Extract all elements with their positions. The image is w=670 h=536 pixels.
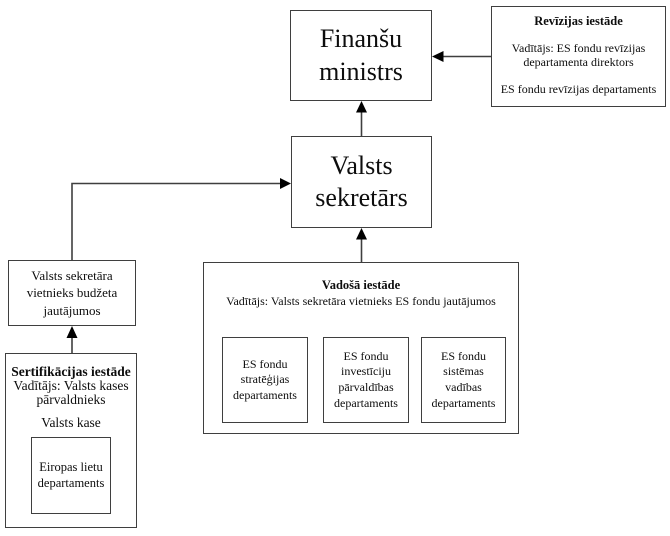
vadosa-iestade-title: Vadošā iestāde xyxy=(321,278,401,292)
revizijas-iestade-title: Revīzijas iestāde xyxy=(534,14,623,28)
node-finansu-ministrs: Finanšu ministrs xyxy=(290,10,432,101)
node-valsts-sekretars: Valsts sekretārs xyxy=(291,136,432,228)
arrow-vietnieks-budzeta-to-valsts-sekretars xyxy=(71,178,291,260)
sertifikacijas-iestade-vaditajs: Vadītājs: Valsts kases pārvaldnieks xyxy=(13,378,129,408)
valsts-sekretars-label: Valsts sekretārs xyxy=(315,150,408,213)
node-es-fondu-investiciju-parvaldibas-departaments: ES fondu investīciju pārvaldības departa… xyxy=(323,337,409,423)
eiropas-lietu-departaments-label: Eiropas lietu departaments xyxy=(37,459,105,491)
node-eiropas-lietu-departaments: Eiropas lietu departaments xyxy=(31,436,111,514)
finansu-ministrs-label: Finanšu ministrs xyxy=(319,24,403,86)
es-fondu-strategijas-departaments-label: ES fondu stratēģijas departaments xyxy=(233,356,297,402)
sertifikacijas-iestade-valsts-kase: Valsts kase xyxy=(41,414,101,430)
node-revizijas-iestade: Revīzijas iestāde Vadītājs: ES fondu rev… xyxy=(491,6,666,107)
arrow-revizijas-iestade-to-finansu-ministrs xyxy=(432,51,491,62)
arrow-valsts-sekretars-to-finansu-ministrs xyxy=(356,101,367,136)
node-vadosa-iestade: Vadošā iestāde Vadītājs: Valsts sekretār… xyxy=(203,262,519,434)
revizijas-iestade-departaments: ES fondu revīzijas departaments xyxy=(500,82,657,97)
arrow-vadosa-iestade-to-valsts-sekretars xyxy=(356,228,367,262)
es-fondu-investiciju-parvaldibas-departaments-label: ES fondu investīciju pārvaldības departa… xyxy=(334,348,398,410)
node-es-fondu-strategijas-departaments: ES fondu stratēģijas departaments xyxy=(222,337,308,423)
arrow-sertifikacijas-to-vietnieks-budzeta xyxy=(66,326,78,353)
revizijas-iestade-vaditajs: Vadītājs: ES fondu revīzijas departament… xyxy=(511,41,646,69)
node-vietnieks-budzeta: Valsts sekretāra vietnieks budžeta jautā… xyxy=(8,260,136,326)
vietnieks-budzeta-label: Valsts sekretāra vietnieks budžeta jautā… xyxy=(26,267,118,318)
vadosa-iestade-vaditajs: Vadītājs: Valsts sekretāra vietnieks ES … xyxy=(226,294,496,309)
sertifikacijas-iestade-title: Sertifikācijas iestāde xyxy=(11,364,131,379)
node-es-fondu-sistemas-vadibas-departaments: ES fondu sistēmas vadības departaments xyxy=(421,337,506,423)
es-fondu-sistemas-vadibas-departaments-label: ES fondu sistēmas vadības departaments xyxy=(431,348,496,410)
node-sertifikacijas-iestade: Sertifikācijas iestāde Vadītājs: Valsts … xyxy=(5,353,137,528)
